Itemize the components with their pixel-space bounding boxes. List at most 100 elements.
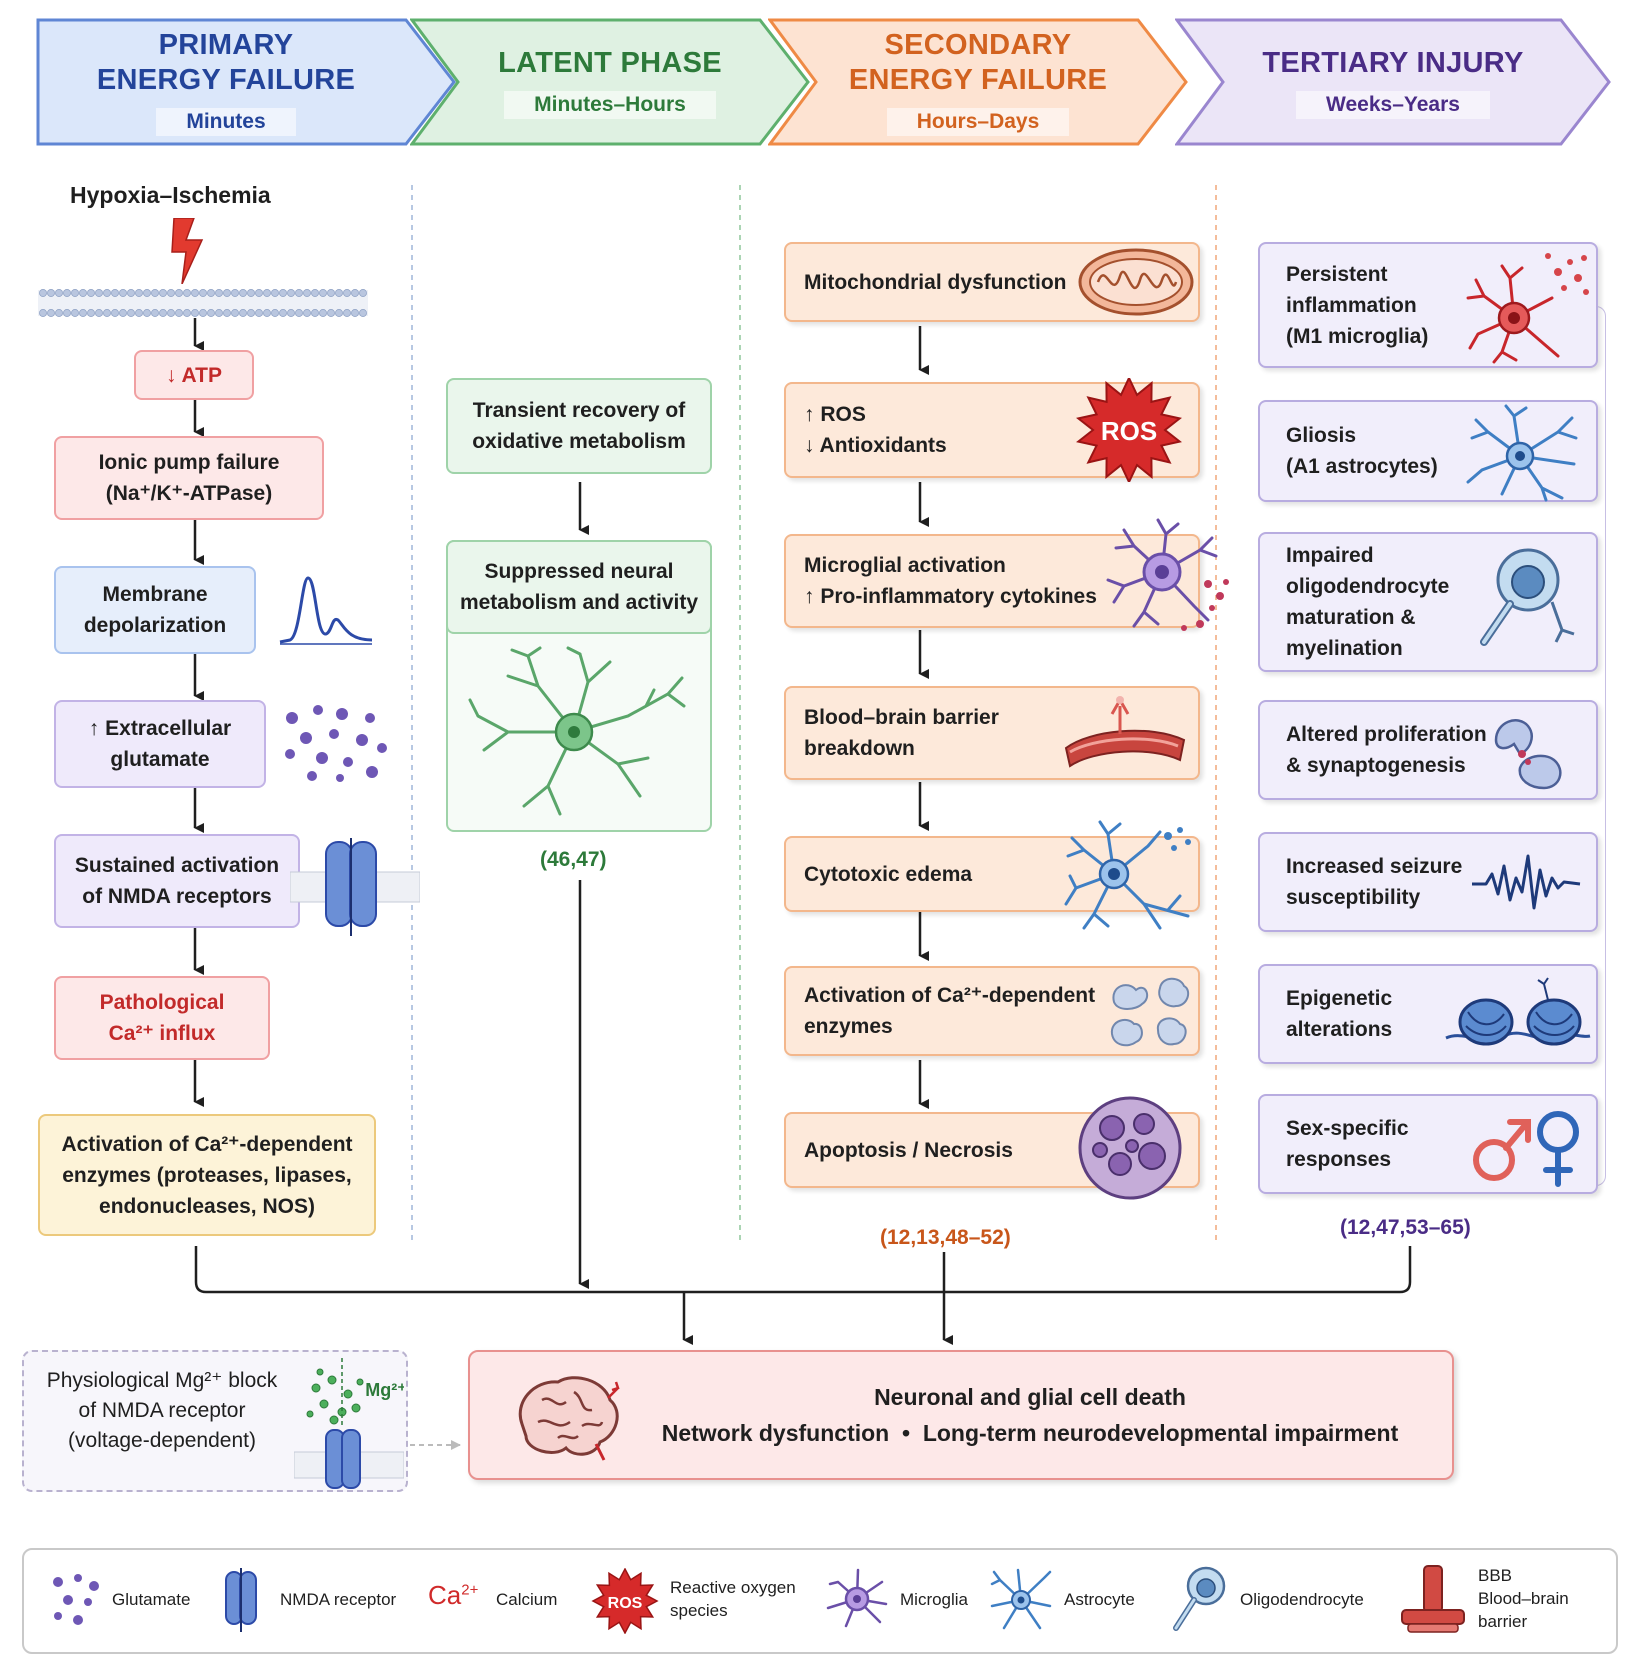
legend-ros-label: Reactive oxygen species: [670, 1578, 796, 1620]
ros-burst-icon: ROS: [1076, 378, 1182, 482]
phase-time: Minutes: [156, 108, 296, 136]
step-label: Cytotoxic edema: [804, 862, 973, 886]
phase-title: LATENT PHASE: [498, 46, 722, 79]
oligodendrocyte-icon: [1480, 548, 1575, 646]
nucleosome-icon: [1445, 977, 1591, 1046]
legend-bbb-icon: [1401, 1565, 1465, 1633]
step-label: Suppressed neural metabolism and activit…: [459, 560, 699, 614]
glutamate-box: ↑ Extracellular glutamate: [54, 700, 266, 788]
brain-icon: [518, 1376, 620, 1461]
phase-secondary: SECONDARY ENERGY FAILURE Hours–Days: [768, 18, 1188, 146]
calcium-symbol: Ca: [428, 1580, 462, 1610]
sex-symbols-icon: [1473, 1111, 1579, 1187]
step-label: Sex-specific responses: [1286, 1117, 1409, 1171]
action-potential-icon: [279, 576, 373, 645]
astrocyte-icon: [1064, 820, 1191, 930]
phase-latent: LATENT PHASE Minutes–Hours: [410, 18, 810, 146]
step-label: Membrane depolarization: [83, 583, 227, 637]
outcome-title: Neuronal and glial cell death: [874, 1384, 1186, 1410]
phase-title: SECONDARY ENERGY FAILURE: [848, 29, 1108, 96]
secondary-references: (12,13,48–52): [880, 1226, 1011, 1249]
primary-arrows: [193, 318, 1412, 1345]
step-label: Altered proliferation & synaptogenesis: [1286, 723, 1487, 777]
mg-nmda-icon: Mg²⁺: [294, 1358, 404, 1489]
step-label: Transient recovery of oxidative metaboli…: [472, 399, 686, 453]
cell-membrane-icon: [38, 289, 368, 317]
suppressed-metabolism-box: Suppressed neural metabolism and activit…: [446, 540, 712, 634]
legend-astrocyte-label: Astrocyte: [1064, 1590, 1135, 1609]
bbb-breakdown-box: Blood–brain barrier breakdown: [784, 686, 1200, 780]
legend-microglia-label: Microglia: [900, 1590, 969, 1609]
step-label: Epigenetic alterations: [1286, 987, 1393, 1041]
phase-title: TERTIARY INJURY: [1262, 46, 1524, 79]
step-label: Mitochondrial dysfunction: [804, 270, 1067, 294]
blood-vessel-icon: [1064, 696, 1186, 768]
step-label: Sustained activation of NMDA receptors: [74, 854, 280, 908]
phase-time: Minutes–Hours: [504, 90, 716, 119]
mg-block-panel: Physiological Mg²⁺ block of NMDA recepto…: [22, 1350, 408, 1492]
step-label: Ionic pump failure (Na⁺/K⁺-ATPase): [98, 451, 280, 505]
atp-box: ↓ ATP: [134, 350, 254, 400]
nmda-activation-box: Sustained activation of NMDA receptors: [54, 834, 300, 928]
chevron-shape: [1175, 18, 1611, 146]
nmda-receptor-icon: [290, 838, 420, 936]
mg-block-text: Physiological Mg²⁺ block of NMDA recepto…: [46, 1369, 278, 1452]
legend-oligodendrocyte-icon: [1173, 1566, 1226, 1631]
legend: Glutamate NMDA receptor Ca2+ Calcium ROS…: [22, 1548, 1618, 1654]
outcome-subtitle: Network dysfunction • Long-term neurodev…: [661, 1420, 1399, 1446]
tertiary-references: (12,47,53–65): [1340, 1216, 1471, 1239]
chevron-shape: [768, 18, 1188, 146]
enzyme-activation-box: Activation of Ca²⁺-dependent enzymes (pr…: [38, 1114, 376, 1236]
legend-nmda-label: NMDA receptor: [280, 1590, 397, 1609]
outcome-box: Neuronal and glial cell death Network dy…: [468, 1350, 1454, 1480]
eeg-spike-icon: [1472, 854, 1581, 910]
step-label: Blood–brain barrier breakdown: [804, 706, 999, 760]
step-label: Pathological Ca²⁺ influx: [99, 991, 225, 1045]
phase-time: Weeks–Years: [1296, 90, 1490, 119]
legend-glutamate-icon: [53, 1574, 99, 1625]
latent-references: (46,47): [540, 848, 607, 871]
legend-ros-icon: ROS: [591, 1568, 659, 1634]
step-label: Activation of Ca²⁺-dependent enzymes (pr…: [61, 1132, 353, 1218]
step-label: Microglial activation ↑ Pro-inflammatory…: [804, 554, 1097, 608]
transient-recovery-box: Transient recovery of oxidative metaboli…: [446, 378, 712, 474]
step-label: Impaired oligodendrocyte maturation & my…: [1286, 544, 1450, 660]
chevron-shape: [36, 18, 456, 146]
ca-enzyme-box: Activation of Ca²⁺-dependent enzymes: [784, 966, 1200, 1056]
synapse-icon: [1494, 719, 1562, 790]
mitochondrion-icon: [1078, 248, 1194, 316]
neuron-icon: [468, 646, 686, 816]
calcium-influx-box: Pathological Ca²⁺ influx: [54, 976, 270, 1060]
phase-primary: PRIMARY ENERGY FAILURE Minutes: [36, 18, 456, 146]
step-label: Gliosis (A1 astrocytes): [1286, 424, 1438, 478]
legend-microglia-icon: [826, 1568, 888, 1628]
step-label: Apoptosis / Necrosis: [804, 1138, 1013, 1162]
step-label: Increased seizure susceptibility: [1286, 855, 1463, 909]
legend-bbb-label: BBB Blood–brain barrier: [1478, 1566, 1569, 1631]
legend-astrocyte-icon: [990, 1568, 1052, 1630]
legend-nmda-icon: [225, 1568, 257, 1632]
proliferation-box: Altered proliferation & synaptogenesis: [1258, 700, 1598, 800]
cytotoxic-edema-box: Cytotoxic edema: [784, 836, 1200, 912]
lightning-icon: [171, 218, 204, 284]
enzyme-icon: [1110, 977, 1190, 1047]
microglial-activation-box: Microglial activation ↑ Pro-inflammatory…: [784, 534, 1200, 628]
legend-oligodendrocyte-label: Oligodendrocyte: [1240, 1590, 1364, 1609]
mg-ion-label: Mg²⁺: [365, 1380, 404, 1400]
step-label: Persistent inflammation (M1 microglia): [1286, 262, 1429, 348]
legend-calcium-label: Calcium: [496, 1590, 558, 1609]
legend-glutamate-label: Glutamate: [112, 1590, 191, 1609]
trigger-label: Hypoxia–Ischemia: [70, 182, 271, 208]
calcium-charge: 2+: [461, 1581, 479, 1599]
glutamate-dots-icon: [285, 705, 387, 782]
step-label: ↑ ROS ↓ Antioxidants: [804, 403, 947, 457]
legend-calcium-symbol: Ca2+: [428, 1580, 478, 1611]
depolarization-box: Membrane depolarization: [54, 566, 256, 654]
phase-tertiary: TERTIARY INJURY Weeks–Years: [1175, 18, 1611, 146]
step-label: ↑ Extracellular glutamate: [88, 717, 232, 771]
m1-microglia-icon: [1466, 253, 1589, 364]
apoptotic-cell-icon: [1078, 1096, 1182, 1200]
a1-astrocyte-icon: [1466, 404, 1578, 502]
step-label: ↓ ATP: [166, 363, 222, 387]
